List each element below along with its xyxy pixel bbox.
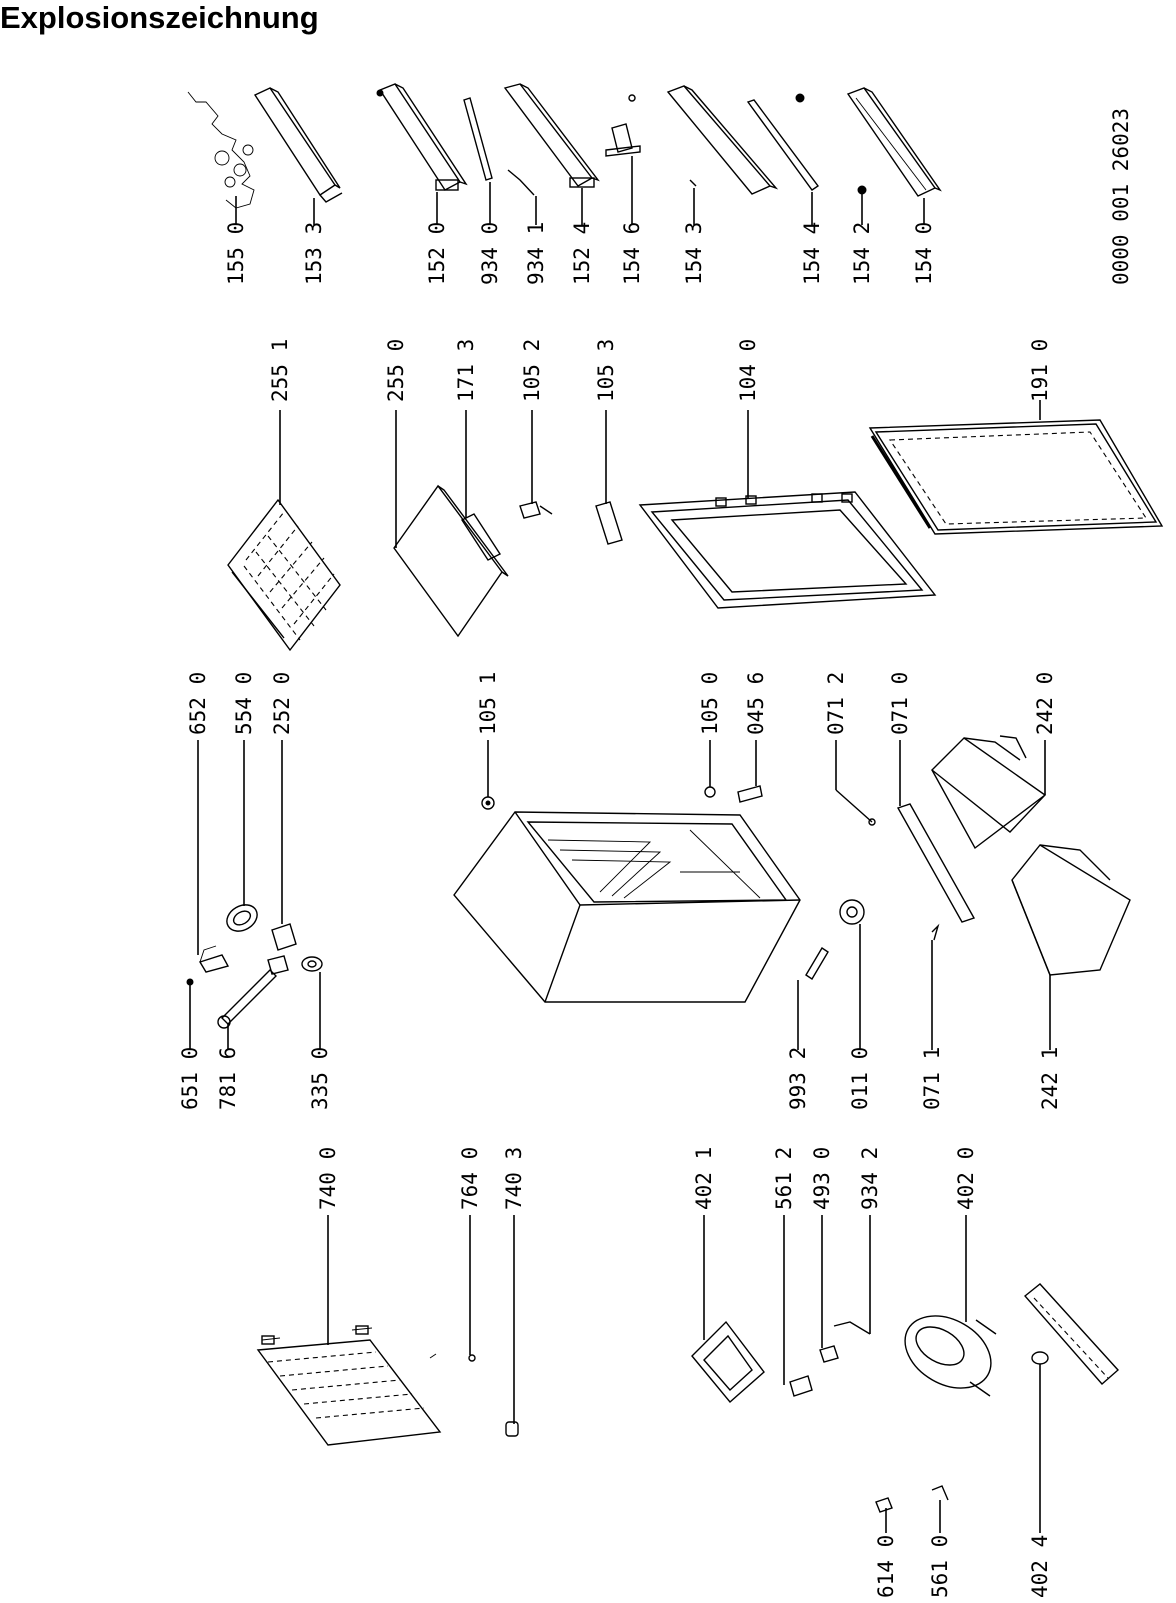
part-242-0-drawing: [930, 735, 1047, 850]
label-242-0: 242 0: [1033, 672, 1057, 735]
label-071-0: 071 0: [888, 672, 912, 735]
part-614-0-drawing: [875, 1497, 893, 1513]
row4-leader-lines: [327, 1215, 1041, 1533]
label-104-0: 104 0: [736, 339, 760, 402]
label-402-0: 402 0: [954, 1147, 978, 1210]
label-561-2: 561 2: [772, 1147, 796, 1210]
row3-leader-lines: [189, 740, 1051, 1050]
label-993-2: 993 2: [786, 1047, 810, 1110]
label-154-0: 154 0: [912, 222, 936, 285]
label-152-4: 152 4: [570, 222, 594, 285]
part-740-3-drawing: [505, 1421, 519, 1437]
label-781-6: 781 6: [216, 1047, 240, 1110]
label-154-2: 154 2: [850, 222, 874, 285]
row2-leader-lines: [279, 400, 1041, 548]
label-252-0: 252 0: [270, 672, 294, 735]
label-045-6: 045 6: [744, 672, 768, 735]
label-255-0: 255 0: [384, 339, 408, 402]
part-071-1-drawing: [931, 923, 940, 941]
label-154-3: 154 3: [682, 222, 706, 285]
part-934-0-drawing: [463, 97, 493, 181]
part-cabinet-drawing: [453, 811, 801, 1003]
part-781-6-drawing: [217, 969, 277, 1029]
part-252-0-drawing: [267, 923, 297, 975]
label-071-2: 071 2: [824, 672, 848, 735]
part-045-6-drawing: [737, 785, 763, 803]
label-651-0: 651 0: [178, 1047, 202, 1110]
part-255-0-drawing: [393, 484, 509, 638]
part-242-1-drawing: [1011, 844, 1131, 976]
label-493-0: 493 0: [810, 1147, 834, 1210]
part-255-1-drawing: [227, 498, 341, 652]
label-155-0: 155 0: [224, 222, 248, 285]
label-740-0: 740 0: [316, 1147, 340, 1210]
part-335-0-drawing: [301, 956, 323, 972]
label-105-3: 105 3: [594, 339, 618, 402]
part-154-4-drawing: [746, 99, 820, 191]
part-402-0-drawing: [904, 1315, 997, 1397]
part-105-3-drawing: [595, 501, 623, 545]
label-934-1: 934 1: [524, 222, 548, 285]
part-105-2-drawing: [519, 501, 553, 519]
label-561-0: 561 0: [928, 1535, 952, 1598]
part-071-2-drawing: [835, 789, 876, 826]
part-152-0-drawing: [376, 83, 468, 191]
label-934-0: 934 0: [478, 222, 502, 285]
label-554-0: 554 0: [232, 672, 256, 735]
label-171-3: 171 3: [454, 339, 478, 402]
part-154-3-drawing: [666, 85, 779, 195]
label-402-1: 402 1: [692, 1147, 716, 1210]
part-153-3-drawing: [253, 87, 343, 203]
part-152-4-drawing: [503, 83, 600, 188]
row1-leader-lines: [235, 156, 925, 225]
part-934-2-drawing: [833, 1321, 871, 1335]
label-255-1: 255 1: [268, 339, 292, 402]
page-title: Explosionszeichnung: [0, 0, 319, 35]
part-493-0-drawing: [819, 1345, 839, 1363]
label-011-0: 011 0: [848, 1047, 872, 1110]
label-154-6: 154 6: [620, 222, 644, 285]
part-154-6-drawing: [605, 94, 641, 157]
label-105-1: 105 1: [476, 672, 500, 735]
part-171-3-drawing: [460, 513, 502, 561]
label-335-0: 335 0: [308, 1047, 332, 1110]
label-614-0: 614 0: [874, 1535, 898, 1598]
part-993-2-drawing: [805, 947, 829, 980]
label-191-0: 191 0: [1028, 339, 1052, 402]
part-402-1-drawing: [691, 1320, 765, 1404]
part-155-0-drawing: [187, 91, 255, 209]
label-764-0: 764 0: [458, 1147, 482, 1210]
label-105-2: 105 2: [520, 339, 544, 402]
label-242-1: 242 1: [1038, 1047, 1062, 1110]
part-934-1-drawing: [507, 169, 535, 196]
label-105-0: 105 0: [698, 672, 722, 735]
part-402-4-drawing: [1023, 1283, 1119, 1385]
part-154-0-drawing: [846, 87, 942, 197]
label-402-4: 402 4: [1028, 1535, 1052, 1598]
part-011-0-drawing: [839, 899, 865, 925]
part-561-2-drawing: [789, 1375, 813, 1397]
part-554-0-drawing: [226, 904, 258, 932]
label-153-3: 153 3: [302, 222, 326, 285]
part-561-0-drawing: [931, 1485, 949, 1501]
part-071-0-drawing: [896, 803, 976, 923]
part-191-0-drawing: [868, 419, 1164, 535]
label-740-3: 740 3: [502, 1147, 526, 1210]
part-104-0-drawing: [638, 491, 937, 609]
drawing-number: 0000 001 26023: [1109, 108, 1133, 285]
part-154-2-drawing: [795, 93, 867, 195]
part-652-0-drawing: [198, 945, 230, 973]
label-154-4: 154 4: [800, 222, 824, 285]
part-764-0-drawing: [429, 1353, 476, 1362]
part-740-0-drawing: [256, 1325, 442, 1446]
label-652-0: 652 0: [186, 672, 210, 735]
part-105-0-drawing: [704, 786, 716, 798]
label-934-2: 934 2: [858, 1147, 882, 1210]
label-152-0: 152 0: [425, 222, 449, 285]
part-651-0-drawing: [186, 978, 194, 986]
label-071-1: 071 1: [920, 1047, 944, 1110]
part-105-1-drawing: [481, 796, 495, 810]
